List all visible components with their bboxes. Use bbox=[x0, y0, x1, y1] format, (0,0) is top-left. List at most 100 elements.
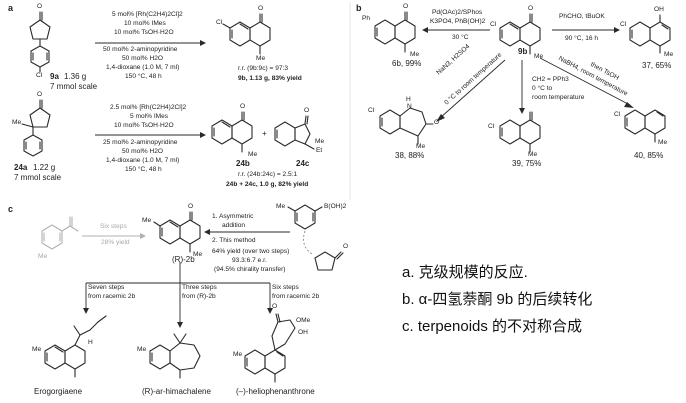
ketone-o: O bbox=[37, 3, 43, 10]
cond-a2-3: 25 mol% 2-aminopyridine bbox=[103, 139, 178, 146]
p38-n: N bbox=[407, 103, 412, 110]
panel-label-b: b bbox=[356, 3, 362, 13]
p6b-me: Me bbox=[410, 51, 420, 58]
label-24b: 24b bbox=[236, 159, 250, 168]
yield-9b: 9b, 1.13 g, 83% yield bbox=[238, 75, 302, 82]
structure-9a bbox=[29, 11, 51, 73]
cond-b-left-1: K3PO4, PhB(OH)2 bbox=[430, 18, 486, 25]
structure-cyclopentenone bbox=[314, 251, 344, 271]
p38-me: Me bbox=[416, 143, 426, 150]
panel-label-a: a bbox=[8, 3, 14, 13]
prod-o-24c: O bbox=[304, 107, 310, 114]
p38-o: O bbox=[434, 119, 440, 126]
prod-cl: Cl bbox=[216, 19, 223, 26]
step-2: 2. This method bbox=[212, 237, 256, 244]
t1-me: Me bbox=[32, 346, 42, 353]
p40-cl: Cl bbox=[614, 111, 621, 118]
cond-b-right-0: PhCHO, tBuOK bbox=[559, 13, 605, 20]
cond-b-left-2: 30 °C bbox=[452, 34, 469, 41]
sm-scale-9a: 7 mmol scale bbox=[50, 82, 98, 91]
structure-r2b bbox=[153, 211, 201, 253]
p40-label: 40, 85% bbox=[634, 151, 664, 160]
rr-9b: r.r. (9b:9c) = 97:3 bbox=[238, 65, 289, 72]
sm-scale-24a: 7 mmol scale bbox=[14, 173, 62, 182]
aryl-me: Me bbox=[276, 203, 286, 210]
center-o: O bbox=[528, 5, 534, 12]
p40-me: Me bbox=[658, 139, 668, 146]
structure-24a bbox=[21, 99, 51, 157]
grey-six-steps: Six steps bbox=[100, 223, 127, 230]
structure-37 bbox=[629, 14, 671, 54]
caption-b: b. α-四氢萘酮 9b 的后续转化 bbox=[402, 291, 593, 308]
cyclopentenone-o: O bbox=[343, 243, 349, 250]
cond-a2-4: 50 mol% H2O bbox=[122, 148, 164, 155]
yield-24: 24b + 24c, 1.0 g, 82% yield bbox=[226, 181, 309, 188]
chirality-line: (94.5% chirality transfer) bbox=[214, 266, 286, 273]
p6b-ph: Ph bbox=[362, 15, 371, 22]
p37-oh: OH bbox=[654, 6, 664, 13]
t2-me: Me bbox=[137, 346, 147, 353]
structure-ar-himachalene bbox=[149, 333, 201, 379]
panel-label-c: c bbox=[8, 204, 14, 214]
step-1: 1. Asymmetric bbox=[212, 213, 254, 220]
structure-heliophenanthrone bbox=[244, 313, 296, 383]
prod-me-24c: Me bbox=[315, 138, 325, 145]
structure-9b bbox=[222, 13, 271, 55]
p37-cl: Cl bbox=[620, 21, 627, 28]
structure-24c bbox=[274, 115, 315, 150]
dashed-arrow bbox=[303, 230, 313, 255]
branch3-0: Six steps bbox=[272, 284, 299, 291]
p38-h: H bbox=[406, 96, 411, 103]
substituent-cl: Cl bbox=[36, 72, 43, 79]
cond-a1-3: 50 mol% 2-aminopyridine bbox=[103, 46, 178, 53]
t3-name: (–)-heliophenanthrone bbox=[236, 387, 315, 396]
cond-b-down-0: CH2 = PPh3 bbox=[532, 76, 569, 83]
branch3-1: from racemic 2b bbox=[272, 293, 320, 300]
sm-label-24a: 24a bbox=[14, 163, 28, 172]
cond-a2-5: 1,4-dioxane (1.0 M, 7 ml) bbox=[106, 157, 180, 164]
sm-label-9a: 9a bbox=[50, 72, 59, 81]
prod-me-24b: Me bbox=[248, 151, 258, 158]
cond-a2-2: 10 mol% TsOH·H2O bbox=[114, 122, 174, 129]
p38-cl: Cl bbox=[368, 107, 375, 114]
structure-erogorgiaene bbox=[44, 315, 107, 378]
arrow-b-diag-right bbox=[539, 57, 631, 106]
grey-me: Me bbox=[38, 253, 48, 260]
structure-38 bbox=[379, 107, 434, 145]
cond-a1-4: 50 mol% H2O bbox=[122, 55, 164, 62]
structure-24b bbox=[211, 111, 253, 153]
t3-oh: OH bbox=[298, 329, 308, 336]
grey-yield28: 28% yield bbox=[101, 239, 130, 246]
structure-6b bbox=[374, 11, 416, 53]
branch2-0: Three steps bbox=[182, 284, 217, 291]
step-1b: addition bbox=[222, 222, 246, 229]
cond-b-down-1: 0 °C to bbox=[532, 85, 553, 92]
rr-24: r.r. (24b:24c) = 2.5:1 bbox=[238, 171, 298, 178]
boronic-label: B(OH)2 bbox=[324, 203, 347, 210]
center-cl: Cl bbox=[490, 21, 497, 28]
branch1-0: Seven steps bbox=[88, 284, 125, 291]
cond-a2-1: 5 mol% IMes bbox=[130, 113, 169, 120]
structure-limonene-grey bbox=[41, 216, 79, 250]
caption-a: a. 克级规模的反应. bbox=[402, 264, 528, 281]
p37-me: Me bbox=[664, 51, 674, 58]
p38-label: 38, 88% bbox=[395, 151, 425, 160]
center-label-9b: 9b bbox=[518, 47, 528, 56]
cond-a1-1: 10 mol% IMes bbox=[124, 20, 166, 27]
p6b-o: O bbox=[403, 3, 409, 10]
label-24c: 24c bbox=[296, 159, 310, 168]
core-me2: Me bbox=[193, 251, 203, 258]
arrow-b-diag-left bbox=[439, 59, 506, 119]
t1-h: H bbox=[88, 339, 93, 346]
structure-40 bbox=[624, 109, 666, 143]
branch1-1: from racemic 2b bbox=[88, 293, 136, 300]
prod-me: Me bbox=[256, 55, 266, 62]
cond-b-right-1: 90 °C, 16 h bbox=[565, 35, 599, 42]
ketone-o-24a: O bbox=[37, 91, 43, 98]
caption-c: c. terpenoids 的不对称合成 bbox=[402, 318, 583, 335]
p39-label: 39, 75% bbox=[512, 159, 542, 168]
p39-me: Me bbox=[528, 151, 538, 158]
t2-name: (R)-ar-himachalene bbox=[142, 387, 211, 396]
cond-a2-6: 150 °C, 48 h bbox=[125, 166, 162, 173]
